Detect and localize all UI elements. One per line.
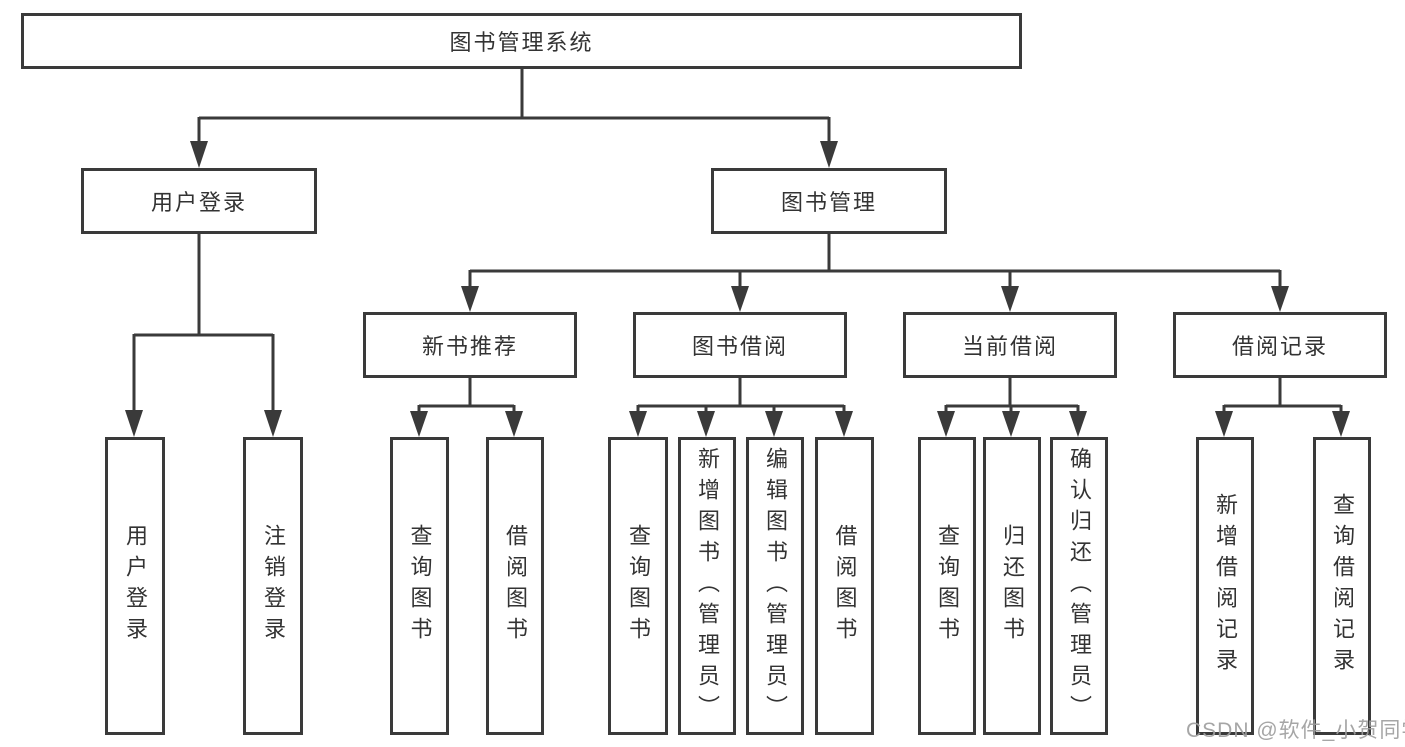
connector-book-mgmt-children [461,232,1289,312]
node-book-borrow: 图书借阅 [633,312,847,378]
node-current-borrow: 当前借阅 [903,312,1117,378]
leaf-confirm-return-admin: 确认归还（管理员） [1050,437,1108,735]
leaf-add-book-admin: 新增图书（管理员） [678,437,736,735]
connector-root-to-level2 [190,68,838,168]
leaf-query-book-recommend: 查询图书 [390,437,449,735]
node-new-book-recommend: 新书推荐 [363,312,577,378]
node-borrow-records: 借阅记录 [1173,312,1387,378]
connector-borrow-records-children [1215,377,1350,437]
connector-user-login-children [125,232,282,437]
leaf-logout: 注销登录 [243,437,303,735]
leaf-user-login: 用户登录 [105,437,165,735]
leaf-query-book-current: 查询图书 [918,437,976,735]
leaf-return-book: 归还图书 [983,437,1041,735]
node-book-management: 图书管理 [711,168,947,234]
leaf-query-book-borrow: 查询图书 [608,437,668,735]
leaf-add-borrow-record: 新增借阅记录 [1196,437,1254,735]
leaf-edit-book-admin: 编辑图书（管理员） [746,437,804,735]
connector-book-borrow-children [629,377,853,437]
leaf-borrow-book: 借阅图书 [815,437,874,735]
connector-new-book-children [410,377,523,437]
connector-current-borrow-children [937,377,1087,437]
node-user-login: 用户登录 [81,168,317,234]
csdn-watermark: CSDN @软件_小贺同学 [1186,719,1405,742]
leaf-borrow-book-recommend: 借阅图书 [486,437,544,735]
node-root-library-system: 图书管理系统 [21,13,1022,69]
leaf-query-borrow-record: 查询借阅记录 [1313,437,1371,735]
